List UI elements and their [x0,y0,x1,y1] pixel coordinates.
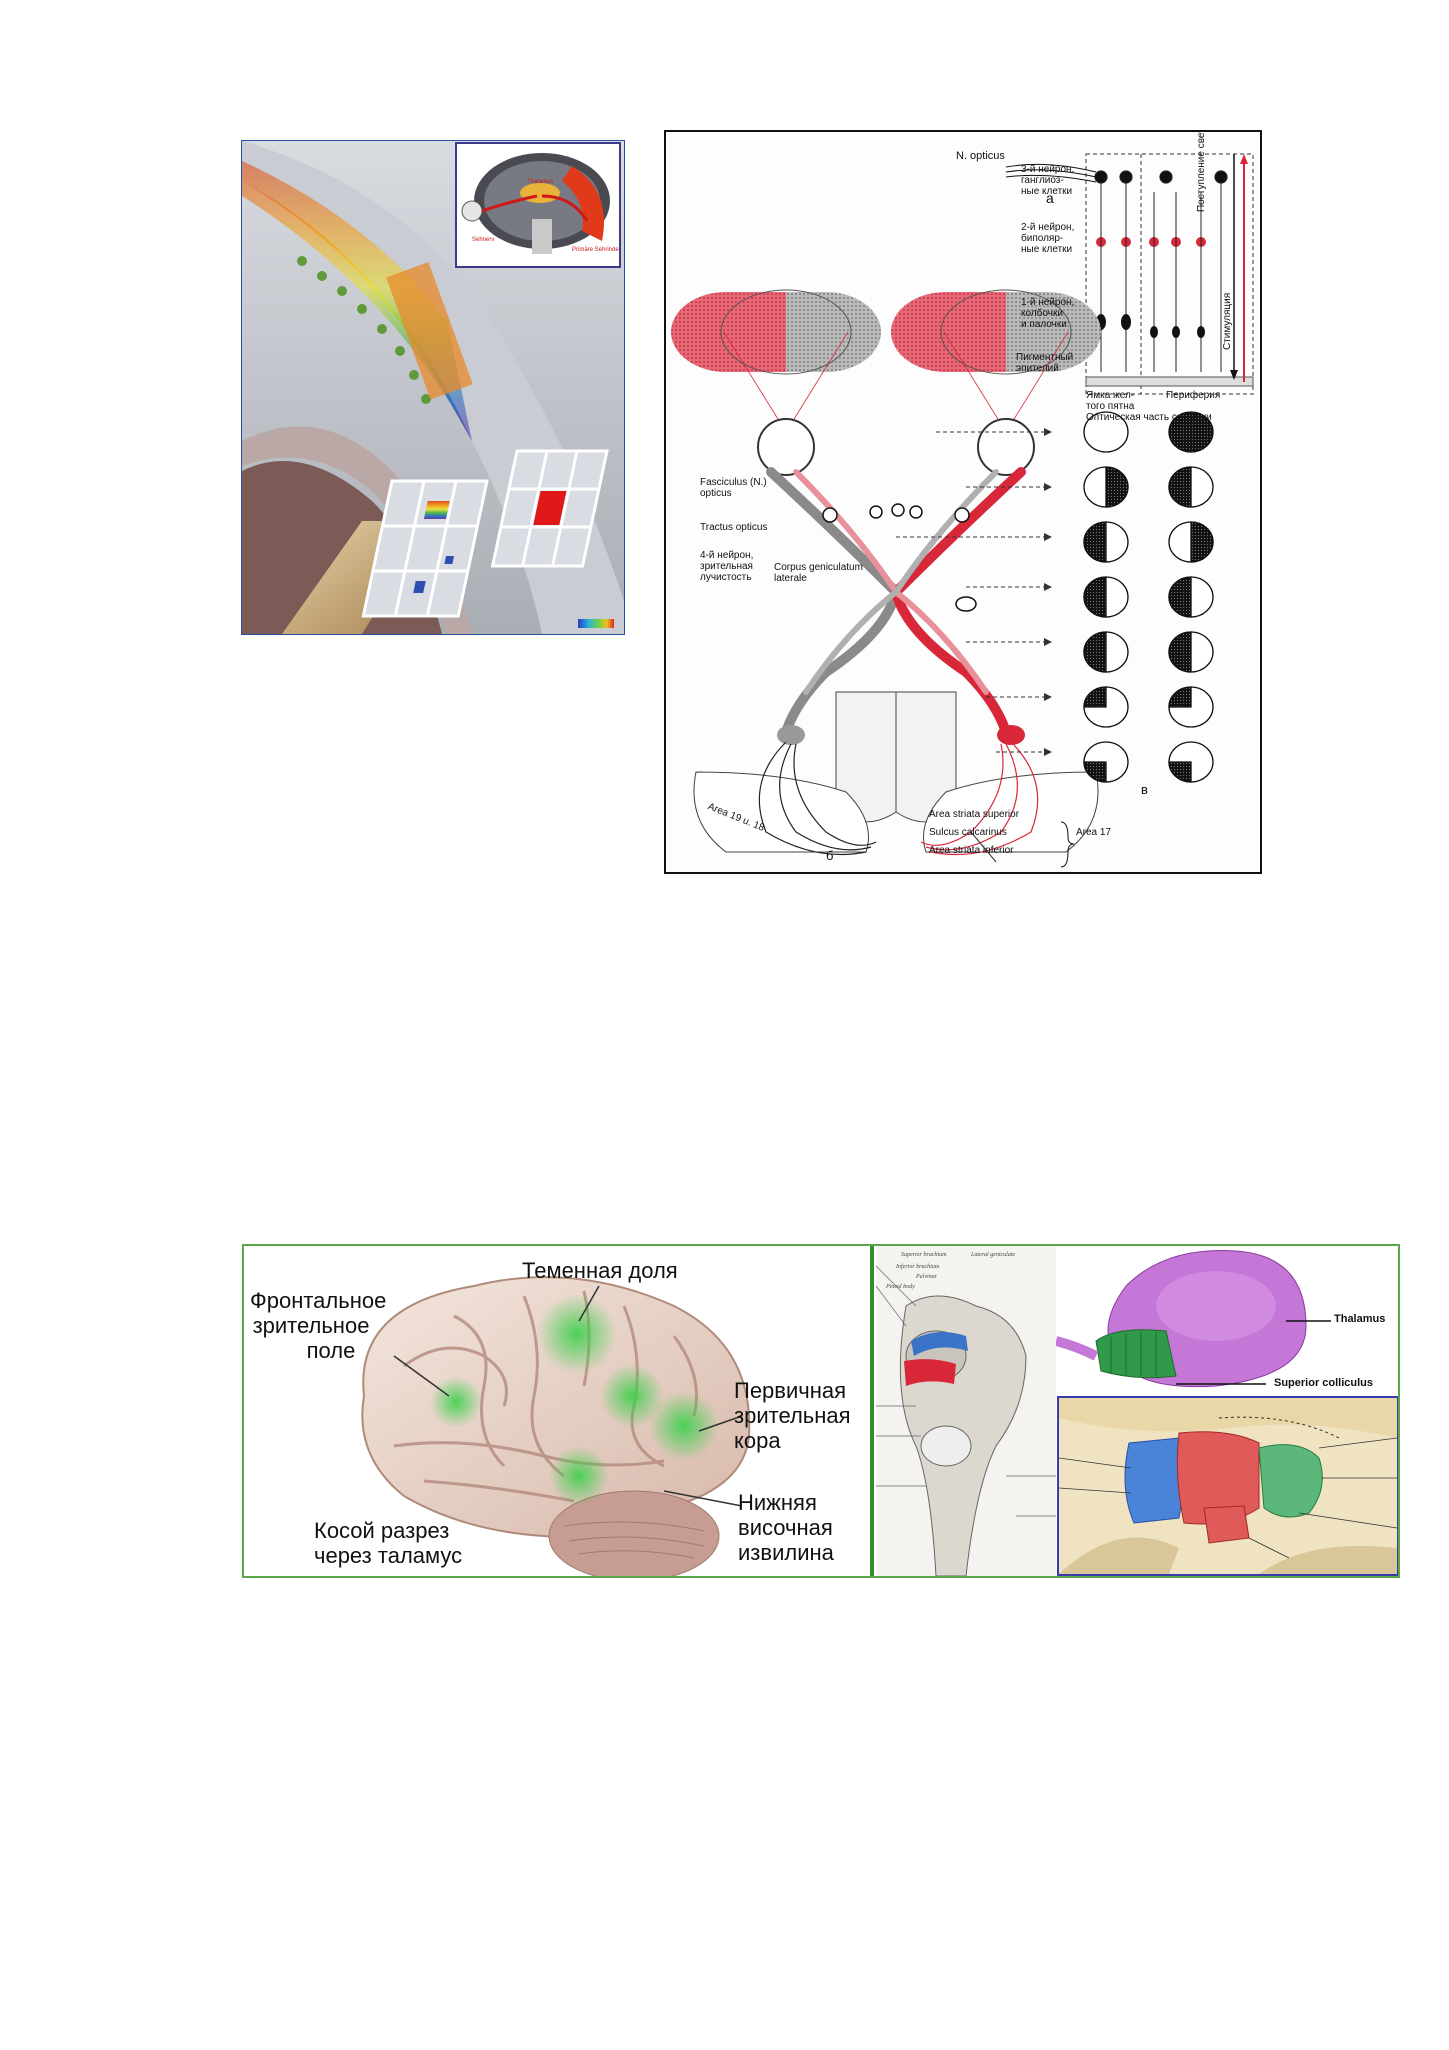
label-neuron2-l2: биполяр- [1021,233,1064,244]
label-parietal: Теменная доля [522,1258,678,1283]
inset-label-thalamus: Thalamus [527,179,553,185]
label-light: Поступление света [1196,130,1207,212]
label-fovea-l1: Ямка жел- [1086,390,1135,401]
label-fasciculus-l2: opticus [700,488,732,499]
label-superior-colliculus: Superior colliculus [1274,1377,1374,1389]
label-pigment-l1: Пигментный [1016,352,1074,363]
label-tractus: Tractus opticus [700,522,768,533]
inset-label-sehnerv: Sehnerv [472,237,494,243]
svg-text:Pineal body: Pineal body [885,1284,915,1290]
lateral-brain-image [361,1276,751,1576]
color-scale-legend [578,619,614,628]
panel-divider [870,1246,874,1576]
svg-text:Pulvinar: Pulvinar [915,1274,938,1280]
left-visual-field [671,289,881,375]
retina-illustration: Sehnerv Thalamus Primäre Sehrinde [241,140,625,635]
label-neuron3-l3: ные клетки [1021,186,1073,197]
oblique-section-l2: через таламус [314,1543,463,1568]
inferior-temporal-l1: Нижняя [738,1490,817,1515]
label-neuron1-l1: 1-й нейрон, [1021,297,1075,308]
label-inferior-temporal: Нижняя височная извилина [738,1490,834,1565]
label-neuron1-l3: и палочки [1021,319,1067,330]
svg-text:Superior brachium: Superior brachium [901,1252,947,1258]
inset-label-sehrinde: Primäre Sehrinde [572,247,619,253]
label-stimulation: Стимуляция [1222,292,1233,350]
svg-text:Lateral geniculate: Lateral geniculate [970,1252,1015,1258]
inferior-temporal-l2: височная [738,1515,833,1540]
right-visual-field [891,289,1101,375]
label-n-opticus: N. opticus [956,150,1005,162]
label-fovea-l2: того пятна [1086,401,1135,412]
thalamus-section-image [1059,1398,1397,1574]
retina-schema [1005,153,1254,395]
label-neuron4-l3: лучистость [700,572,752,583]
letter-v: в [1141,782,1148,797]
label-frontal-field: Фронтальное зрительное поле [250,1288,387,1363]
retina-3d-image: Sehnerv Thalamus Primäre Sehrinde [242,141,624,634]
label-area17: Area 17 [1076,827,1112,838]
label-fasciculus-l1: Fasciculus (N.) [700,477,767,488]
field-defects [1083,411,1214,783]
frontal-field-l3: поле [306,1338,356,1363]
label-neuron3-l1: 3-й нейрон, [1021,164,1075,175]
label-thalamus: Thalamus [1334,1313,1386,1325]
label-periphery: Периферия [1166,390,1221,401]
grid-left [361,479,489,618]
svg-text:Inferior brachium: Inferior brachium [895,1263,940,1270]
brain-composite: Фронтальное зрительное поле Теменная дол… [242,1244,1400,1578]
thalamus-section [1057,1396,1398,1576]
brainstem-image: Superior brachium Lateral geniculate Inf… [876,1246,1056,1576]
label-neuron4-l1: 4-й нейрон, [700,550,754,561]
label-sulcus: Sulcus calcarinus [929,827,1007,838]
grid-right [490,449,609,568]
label-pigment-l2: эпителий [1016,363,1059,374]
frontal-field-l1: Фронтальное [250,1288,387,1313]
label-neuron3-l2: ганглиоз- [1021,175,1064,186]
inferior-temporal-l3: извилина [738,1540,834,1565]
oblique-section-l1: Косой разрез [314,1518,450,1543]
frontal-field-l2: зрительное [252,1313,370,1338]
label-neuron1-l2: колбочки [1021,308,1063,319]
label-optic-part: Оптическая часть сетчатки [1086,412,1212,423]
pathway-svg [671,153,1254,868]
label-oblique-section: Косой разрез через таламус [314,1518,462,1568]
label-neuron2-l1: 2-й нейрон, [1021,222,1075,233]
label-neuron2-l3: ные клетки [1021,244,1073,255]
inset-brain: Sehnerv Thalamus Primäre Sehrinde [455,142,621,268]
letter-b: б [826,848,834,863]
label-corpus-l2: laterale [774,573,807,584]
visual-pathway-diagram: N. opticus а 3-й нейрон, ганглиоз- ные к… [664,130,1262,874]
label-neuron4-l2: зрительная [700,561,753,572]
primary-cortex-l1: Первичная [734,1378,847,1403]
label-corpus-l1: Corpus geniculatum [774,562,863,573]
primary-cortex-l2: зрительная [734,1403,851,1428]
primary-cortex-l3: кора [734,1428,781,1453]
label-striata-sup: Area striata superior [929,809,1020,820]
thalamus-3d-image [1056,1246,1398,1396]
label-primary-cortex: Первичная зрительная кора [734,1378,851,1453]
label-striata-inf: Area striata inferior [929,845,1014,856]
letter-a: а [1046,190,1054,206]
